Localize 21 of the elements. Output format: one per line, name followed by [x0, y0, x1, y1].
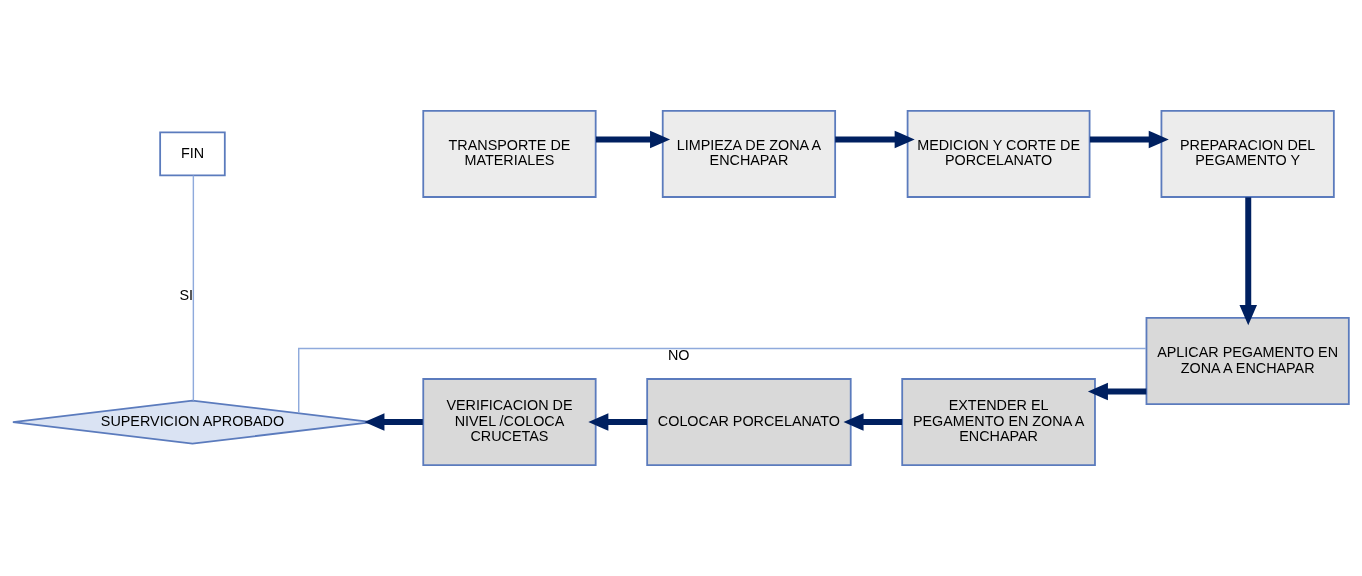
node-box: EXTENDER EL PEGAMENTO EN ZONA A ENCHAPAR	[901, 378, 1096, 467]
arrow	[843, 413, 903, 431]
connector	[192, 174, 195, 402]
arrow	[835, 130, 915, 149]
node-box: FIN	[159, 131, 226, 177]
node-box: TRANSPORTE DE MATERIALES	[422, 109, 597, 198]
arrow	[588, 413, 648, 431]
arrow	[1089, 130, 1169, 149]
node-box: PREPARACION DEL PEGAMENTO Y	[1160, 109, 1335, 198]
connector	[298, 347, 1147, 414]
node-box: COLOCAR PORCELANATO	[646, 378, 852, 467]
arrow	[1087, 382, 1147, 401]
arrow	[364, 413, 423, 431]
node-box: VERIFICACION DE NIVEL /COLOCA CRUCETAS	[422, 378, 597, 467]
node-box: LIMPIEZA DE ZONA A ENCHAPAR	[661, 109, 837, 198]
arrow	[1239, 197, 1257, 326]
edge-label: NO	[667, 346, 690, 363]
arrow	[595, 130, 671, 149]
node-box: MEDICION Y CORTE DE PORCELANATO	[906, 109, 1091, 198]
node-box: APLICAR PEGAMENTO EN ZONA A ENCHAPAR	[1145, 317, 1350, 406]
edge-label: SI	[179, 286, 193, 303]
